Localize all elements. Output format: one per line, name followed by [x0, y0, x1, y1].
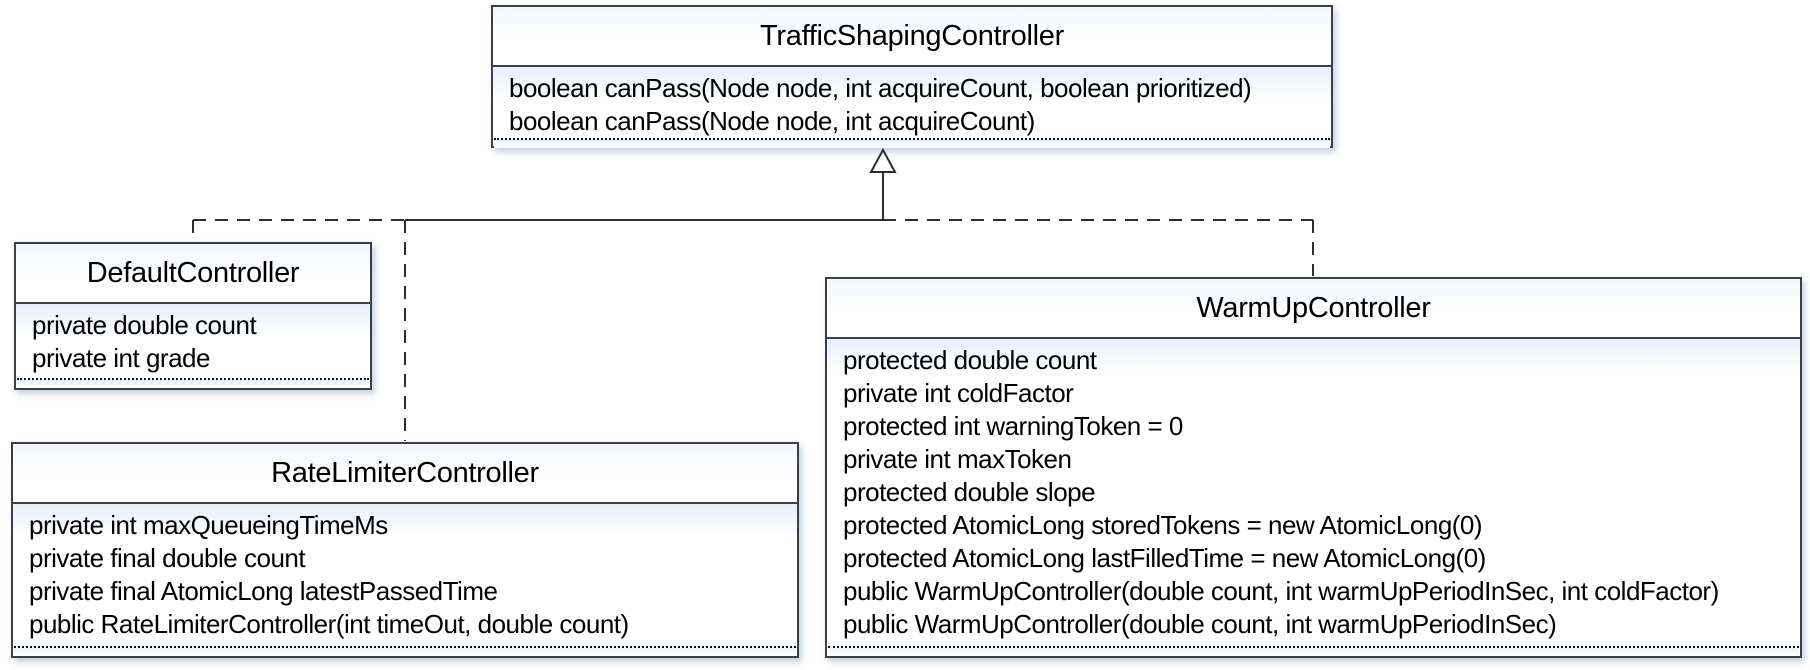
class-member: private int maxQueueingTimeMs: [29, 510, 388, 540]
class-member: protected double count: [843, 345, 1097, 375]
class-member: private int maxToken: [843, 444, 1072, 474]
class-title: TrafficShapingController: [493, 7, 1331, 67]
class-member: protected int warningToken = 0: [843, 411, 1183, 441]
class-member: boolean canPass(Node node, int acquireCo…: [509, 73, 1252, 103]
class-member: private double count: [32, 310, 257, 340]
class-box-trafficshapingcontroller: TrafficShapingController boolean canPass…: [491, 5, 1333, 148]
class-box-ratelimitercontroller: RateLimiterController private int maxQue…: [11, 442, 799, 658]
compartment-separator: [17, 378, 369, 388]
class-member: private final double count: [29, 543, 306, 573]
class-member: boolean canPass(Node node, int acquireCo…: [509, 106, 1035, 136]
compartment-separator: [14, 646, 796, 656]
class-member: protected AtomicLong lastFilledTime = ne…: [843, 543, 1486, 573]
class-member-list: boolean canPass(Node node, int acquireCo…: [493, 67, 1331, 138]
class-title: DefaultController: [16, 244, 370, 304]
class-member: public WarmUpController(double count, in…: [843, 576, 1719, 606]
class-member: private final AtomicLong latestPassedTim…: [29, 576, 498, 606]
class-member: protected double slope: [843, 477, 1096, 507]
class-title: RateLimiterController: [13, 444, 797, 504]
class-member: private int coldFactor: [843, 378, 1074, 408]
class-title: WarmUpController: [827, 279, 1800, 339]
class-member: public WarmUpController(double count, in…: [843, 609, 1557, 639]
class-member: protected AtomicLong storedTokens = new …: [843, 510, 1483, 540]
compartment-separator: [828, 646, 1799, 656]
hollow-triangle-arrow-icon: [869, 147, 897, 173]
compartment-separator: [494, 138, 1330, 148]
class-member: public RateLimiterController(int timeOut…: [29, 609, 629, 639]
class-member: private int grade: [32, 343, 210, 373]
